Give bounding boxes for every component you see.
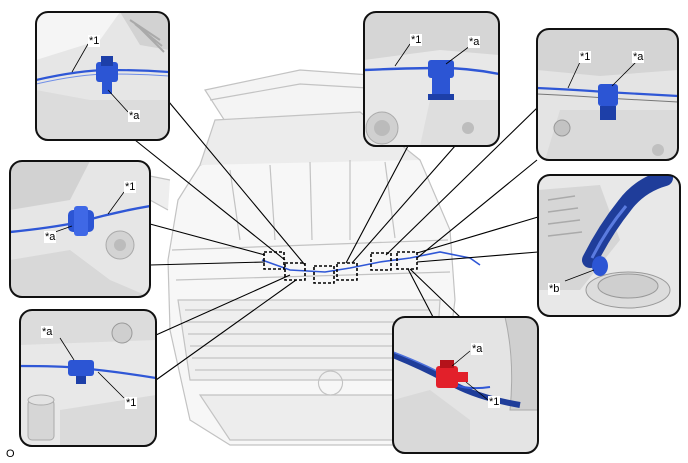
panel-5-label-b: *b — [548, 283, 561, 295]
detail-panel-middle-right — [537, 174, 681, 317]
panel-2-label-a: *a — [468, 36, 481, 48]
location-box-1 — [263, 251, 285, 270]
panel-1-leaders — [71, 43, 129, 113]
location-box-3 — [313, 265, 335, 284]
callout-leader-lines — [134, 101, 539, 381]
location-box-5 — [370, 252, 392, 271]
location-box-6 — [396, 251, 418, 270]
location-box-4 — [336, 262, 358, 281]
location-box-2 — [284, 262, 306, 281]
panel-3-label-one: *1 — [579, 51, 592, 63]
detail-panel-bottom-right — [392, 316, 539, 454]
panel-1-label-a: *a — [128, 110, 141, 122]
engine-bay-wire — [261, 251, 481, 273]
detail-panel-top-right — [536, 28, 679, 161]
panel-2-leaders — [394, 43, 471, 67]
clamp-location-markers — [263, 251, 418, 284]
detail-panel-top-center — [363, 11, 500, 147]
panel-6-label-a: *a — [41, 326, 54, 338]
panel-6-label-one: *1 — [125, 397, 138, 409]
panel-7-label-one: *1 — [488, 396, 501, 408]
detail-panel-top-left — [35, 11, 170, 141]
panel-3-label-a: *a — [632, 51, 645, 63]
panel-4-leaders — [54, 191, 125, 233]
panel-7-label-a: *a — [471, 343, 484, 355]
panel-6-leaders — [59, 337, 125, 399]
detail-panel-middle-left — [9, 160, 151, 298]
panel-2-label-one: *1 — [410, 34, 423, 46]
panel-5-leaders — [564, 269, 595, 282]
illustration-code: O — [6, 448, 15, 460]
vehicle-front-view — [144, 69, 456, 446]
panel-4-label-a: *a — [44, 231, 57, 243]
panel-7-leaders — [451, 350, 489, 401]
panel-1-label-one: *1 — [88, 35, 101, 47]
panel-3-leaders — [567, 61, 637, 89]
panel-4-label-one: *1 — [124, 181, 137, 193]
